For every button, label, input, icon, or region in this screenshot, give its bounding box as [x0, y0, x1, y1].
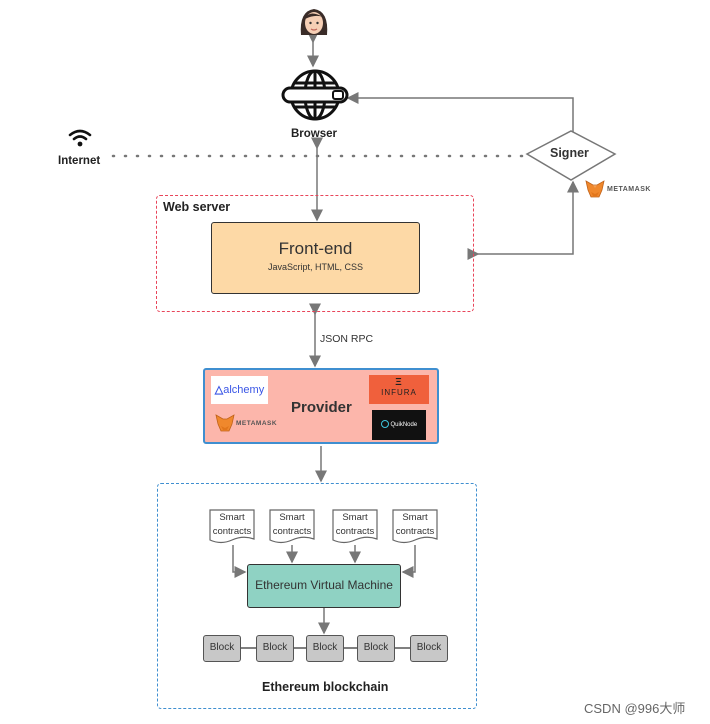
frontend-title: Front-end: [278, 239, 353, 258]
provider-label: Provider: [291, 399, 352, 416]
metamask-fox-icon: [215, 414, 235, 432]
metamask-wordmark: METAMASK: [236, 420, 278, 427]
block: Block: [256, 635, 294, 662]
infura-logo: Ξ INFURA: [369, 375, 429, 404]
block: Block: [410, 635, 448, 662]
blockchain-label: Ethereum blockchain: [262, 680, 389, 694]
web-server-container: [156, 195, 474, 312]
block: Block: [306, 635, 344, 662]
evm-box: Ethereum Virtual Machine: [247, 564, 401, 608]
block: Block: [203, 635, 241, 662]
internet-label: Internet: [58, 155, 101, 167]
frontend-subtitle: JavaScript, HTML, CSS: [267, 262, 364, 272]
signer-diamond: [525, 130, 617, 181]
block: Block: [357, 635, 395, 662]
metamask-wordmark: METAMASK: [607, 186, 651, 193]
metamask-fox-icon: [585, 180, 605, 198]
globe-icon: [281, 68, 349, 122]
signer-browser-arrow: [346, 92, 574, 148]
json-rpc-label: JSON RPC: [320, 333, 374, 345]
woman-face-icon: [297, 5, 331, 39]
frontend-box: Front-end JavaScript, HTML, CSS: [211, 222, 420, 294]
alchemy-logo: △alchemy: [211, 376, 268, 404]
quicknode-logo: QuikNode: [372, 410, 426, 440]
wifi-icon: [68, 128, 92, 148]
frontend-signer-arrow: [467, 180, 579, 260]
browser-label: Browser: [291, 128, 338, 140]
watermark: CSDN @996大师: [584, 701, 686, 716]
blockchain-container: [157, 483, 477, 709]
web-server-label: Web server: [163, 200, 231, 214]
signer-label: Signer: [550, 146, 589, 160]
